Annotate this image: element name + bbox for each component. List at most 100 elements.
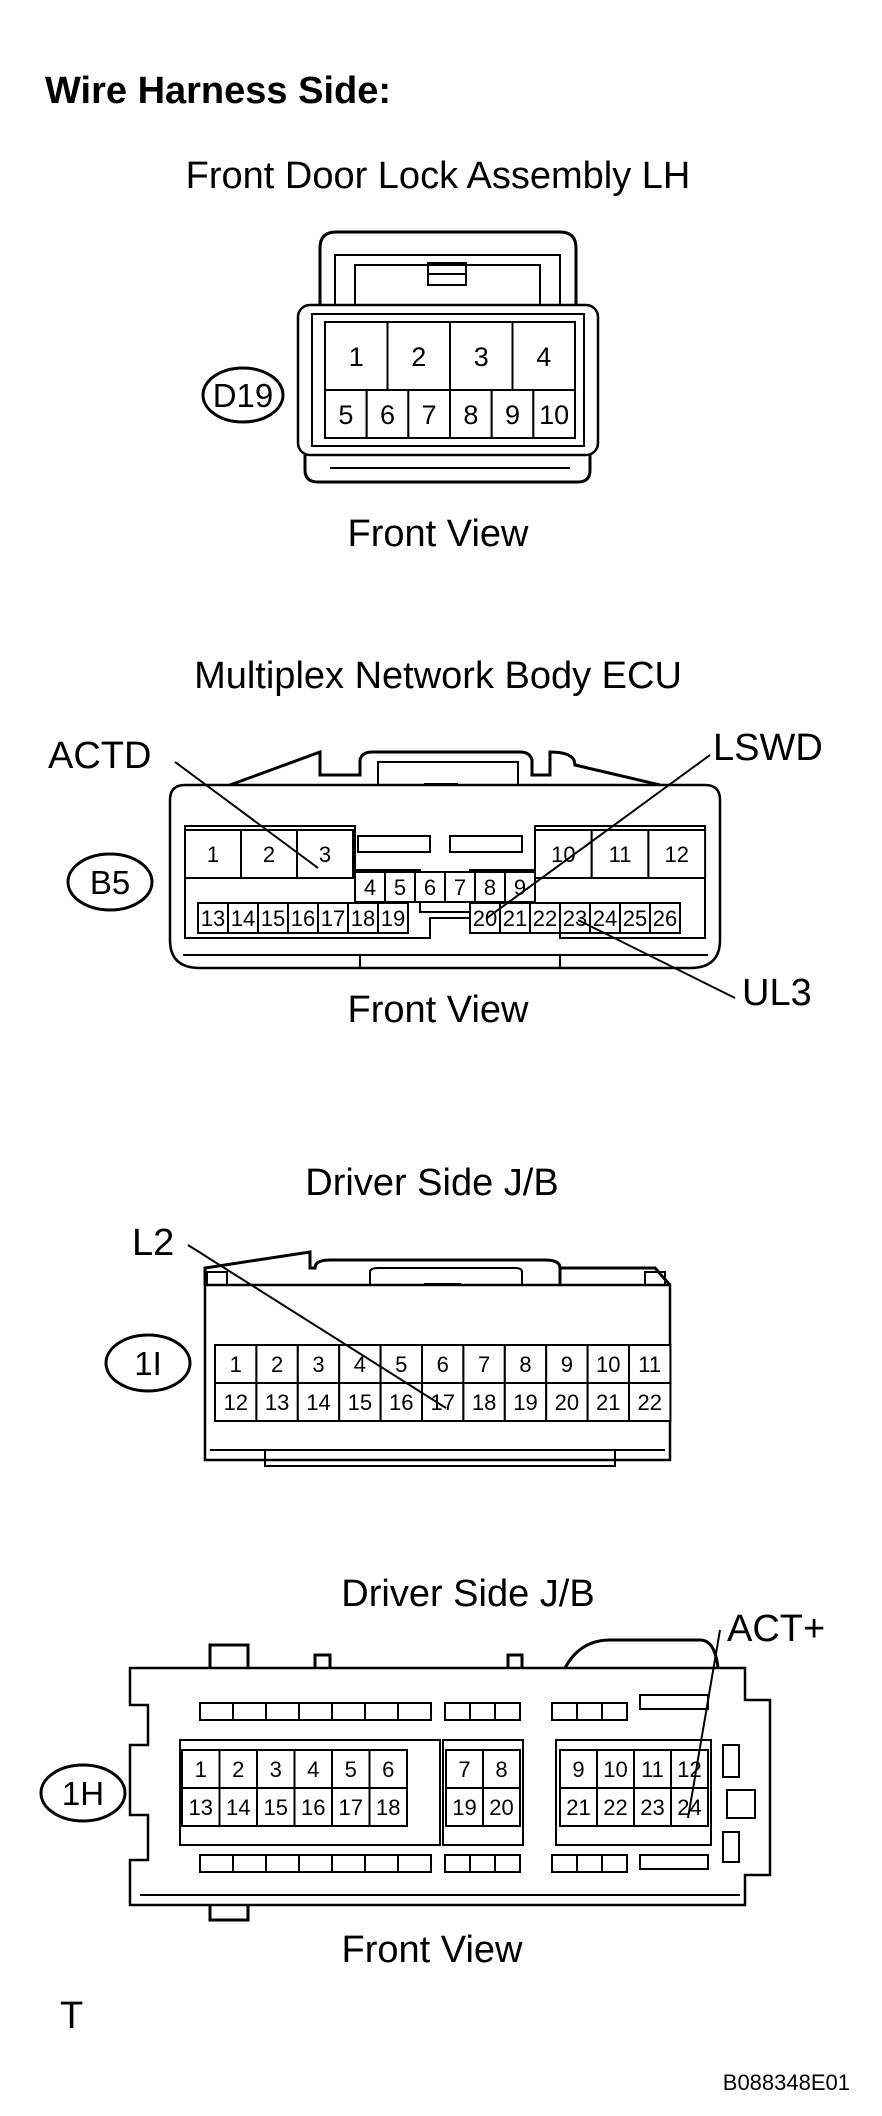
d19-cell	[532, 389, 577, 439]
b5-cell	[347, 902, 379, 934]
d19-cell	[386, 321, 451, 391]
d19-pin-label: 3	[474, 342, 489, 372]
h1-pin-label: 23	[640, 1795, 664, 1820]
b5-pin-label: 23	[563, 906, 587, 931]
d19-pin-label: 7	[422, 400, 437, 430]
i1-cell	[296, 1344, 341, 1384]
connector-d19-view-label: Front View	[348, 513, 529, 555]
connector-1h-code: 1H	[62, 1775, 104, 1812]
d19-pin-label: 2	[411, 342, 426, 372]
connector-1h-bottom-slots	[199, 1854, 628, 1873]
b5-cell	[444, 871, 476, 903]
i1-pin-label: 2	[271, 1352, 283, 1377]
i1-cell	[338, 1344, 382, 1384]
b5-pin-label: 25	[623, 906, 647, 931]
h1-pin-label: 11	[641, 1757, 664, 1782]
callout-l2-leader	[187, 1244, 447, 1409]
h1-cell	[633, 1787, 672, 1827]
footer-letter: T	[60, 1995, 83, 2037]
h1-pin-label: 21	[566, 1795, 590, 1820]
i1-pin-label: 20	[555, 1390, 579, 1415]
i1-cell	[421, 1382, 465, 1422]
callout-l2: L2	[132, 1222, 174, 1264]
h1-pin-label: 9	[572, 1757, 584, 1782]
d19-pin-label: 6	[380, 400, 395, 430]
callout-lswd-leader	[486, 754, 711, 919]
connector-d19-title: Front Door Lock Assembly LH	[186, 155, 691, 197]
d19-pin-label: 5	[338, 400, 353, 430]
h1-pin-label: 3	[270, 1757, 282, 1782]
b5-pin-label: 22	[533, 906, 557, 931]
b5-pin-label: 4	[364, 875, 376, 900]
h1-pin-label: 22	[603, 1795, 627, 1820]
h1-cell	[256, 1787, 296, 1827]
h1-cell	[596, 1787, 635, 1827]
connector-1h-title: Driver Side J/B	[341, 1573, 594, 1615]
i1-pin-label: 8	[519, 1352, 531, 1377]
i1-cell	[462, 1382, 506, 1422]
h1-pin-label: 1	[195, 1757, 207, 1782]
i1-cell	[503, 1382, 548, 1422]
h1-pin-label: 5	[345, 1757, 357, 1782]
b5-cell	[240, 829, 298, 879]
i1-cell	[586, 1344, 630, 1384]
h1-pin-label: 19	[452, 1795, 476, 1820]
b5-pin-label: 15	[261, 906, 285, 931]
b5-pin-label: 21	[503, 906, 527, 931]
i1-pin-label: 17	[430, 1390, 454, 1415]
connector-1i-code-badge	[104, 1333, 192, 1393]
i1-pin-label: 16	[389, 1390, 413, 1415]
h1-slot	[601, 1854, 628, 1873]
h1-cell	[256, 1749, 296, 1789]
h1-cell	[331, 1787, 371, 1827]
connector-b5-view-label: Front View	[348, 989, 529, 1031]
h1-cell	[482, 1749, 521, 1789]
i1-pin-label: 11	[638, 1352, 661, 1377]
d19-cell	[449, 389, 493, 439]
connector-1h-code-badge	[39, 1763, 127, 1823]
h1-cell	[368, 1787, 408, 1827]
h1-slot	[601, 1702, 628, 1721]
b5-cell	[469, 902, 501, 934]
b5-cell	[474, 871, 506, 903]
d19-cell	[324, 389, 368, 439]
b5-pin-label: 18	[351, 906, 375, 931]
h1-cell	[445, 1749, 484, 1789]
connector-d19-latch	[318, 230, 578, 305]
h1-cell	[293, 1749, 333, 1789]
i1-cell	[586, 1382, 630, 1422]
h1-cell	[633, 1749, 672, 1789]
h1-cell	[368, 1749, 408, 1789]
connector-d19-code: D19	[213, 377, 274, 414]
h1-pin-label: 15	[264, 1795, 288, 1820]
callout-ul3: UL3	[742, 972, 812, 1014]
b5-pin-label: 5	[394, 875, 406, 900]
h1-pin-label: 10	[603, 1757, 627, 1782]
b5-pin-label: 14	[231, 906, 255, 931]
b5-pin-label: 26	[653, 906, 677, 931]
i1-pin-label: 6	[437, 1352, 449, 1377]
connector-d19-code-badge	[201, 366, 285, 424]
b5-pin-label: 16	[291, 906, 315, 931]
i1-pin-label: 19	[513, 1390, 537, 1415]
h1-pin-label: 8	[495, 1757, 507, 1782]
i1-pin-label: 4	[354, 1352, 366, 1377]
i1-pin-label: 1	[230, 1352, 242, 1377]
d19-cell	[365, 389, 410, 439]
i1-pin-label: 7	[478, 1352, 490, 1377]
connector-b5-code: B5	[90, 864, 130, 901]
i1-cell	[338, 1382, 382, 1422]
connector-1i-title: Driver Side J/B	[305, 1162, 558, 1204]
b5-pin-label: 11	[609, 842, 632, 867]
b5-cell	[499, 902, 531, 934]
b5-pin-label: 3	[319, 842, 331, 867]
